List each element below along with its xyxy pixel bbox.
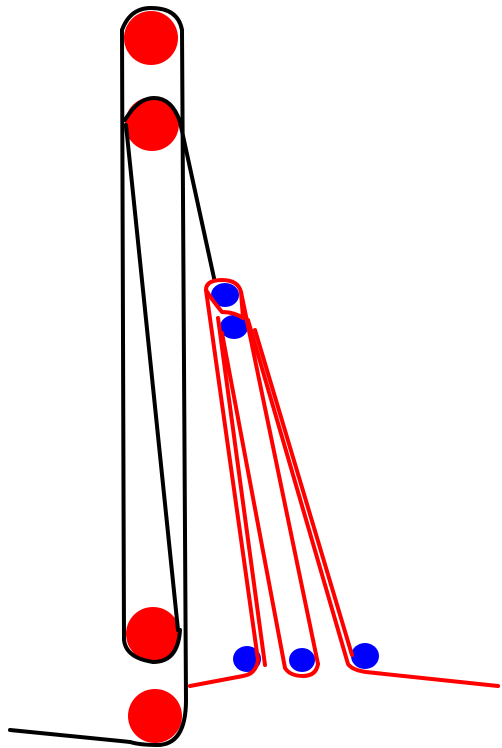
lower-pulley-right (351, 643, 379, 669)
strand-left-inner (216, 316, 267, 667)
small-pulleys (211, 283, 379, 672)
secondary-rope (188, 278, 500, 688)
bottom-pulley-b (128, 689, 182, 743)
bottom-pulley-a (126, 607, 180, 661)
top-pulley-a (124, 11, 178, 65)
outer-rope-left-strand (120, 28, 182, 664)
upper-block-pulley-a (211, 283, 239, 307)
lower-pulley-left (233, 646, 261, 672)
inner-rope-diagonal (124, 123, 180, 632)
lower-right-loop (253, 328, 354, 657)
strand-right (246, 318, 500, 688)
strand-middle-left (220, 331, 320, 678)
inner-rope-loop (123, 96, 216, 280)
strand-middle-right (239, 290, 320, 666)
large-pulleys (124, 11, 182, 743)
rope-tail-left (8, 728, 132, 744)
outer-rope-loop (120, 6, 188, 747)
upper-block-pulley-b (220, 315, 248, 339)
top-pulley-b (125, 97, 179, 151)
primary-rope (8, 6, 216, 747)
strand-left-outer (188, 288, 260, 688)
lower-pulley-middle (289, 648, 315, 672)
